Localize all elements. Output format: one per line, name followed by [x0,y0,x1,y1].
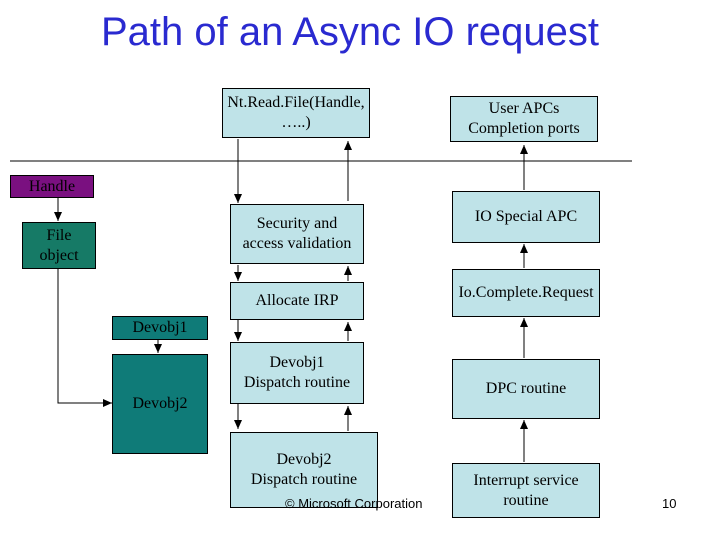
ntreadfile-label: Nt.Read.File(Handle, …..) [227,94,365,131]
interrupt-service-label: Interrupt service routine [473,471,579,509]
devobj2-dispatch-label: Devobj2 Dispatch routine [250,451,358,488]
devobj2-box: Devobj2 [112,354,208,454]
devobj1-box: Devobj1 [112,316,208,340]
io-complete-request-box: Io.Complete.Request [452,269,600,317]
dpc-routine-label: DPC routine [485,380,567,397]
io-special-apc-label: IO Special APC [474,208,578,225]
dpc-routine-box: DPC routine [452,359,600,419]
devobj1-dispatch-label: Devobj1 Dispatch routine [243,354,351,391]
security-label: Security and access validation [242,215,352,252]
io-special-apc-box: IO Special APC [452,191,600,243]
page-title: Path of an Async IO request [100,10,600,54]
user-apcs-label: User APCs Completion ports [468,100,580,137]
handle-label: Handle [28,177,76,195]
ntreadfile-box: Nt.Read.File(Handle, …..) [222,88,370,138]
interrupt-service-box: Interrupt service routine [452,463,600,518]
devobj1-dispatch-box: Devobj1 Dispatch routine [230,342,364,404]
allocate-irp-label: Allocate IRP [255,292,339,309]
user-apcs-box: User APCs Completion ports [450,96,598,142]
allocate-irp-box: Allocate IRP [230,282,364,320]
copyright-footer: © Microsoft Corporation [285,496,423,511]
devobj1-label: Devobj1 [132,319,188,336]
file-object-box: File object [22,222,96,269]
devobj2-label: Devobj2 [132,395,188,412]
handle-box: Handle [10,175,94,198]
file-object-label: File object [39,226,79,264]
security-box: Security and access validation [230,204,364,264]
page-number: 10 [662,496,677,511]
devobj2-dispatch-box: Devobj2 Dispatch routine [230,432,378,508]
arrow-file-object-to-devobj2 [57,269,112,407]
io-complete-request-label: Io.Complete.Request [458,284,594,301]
